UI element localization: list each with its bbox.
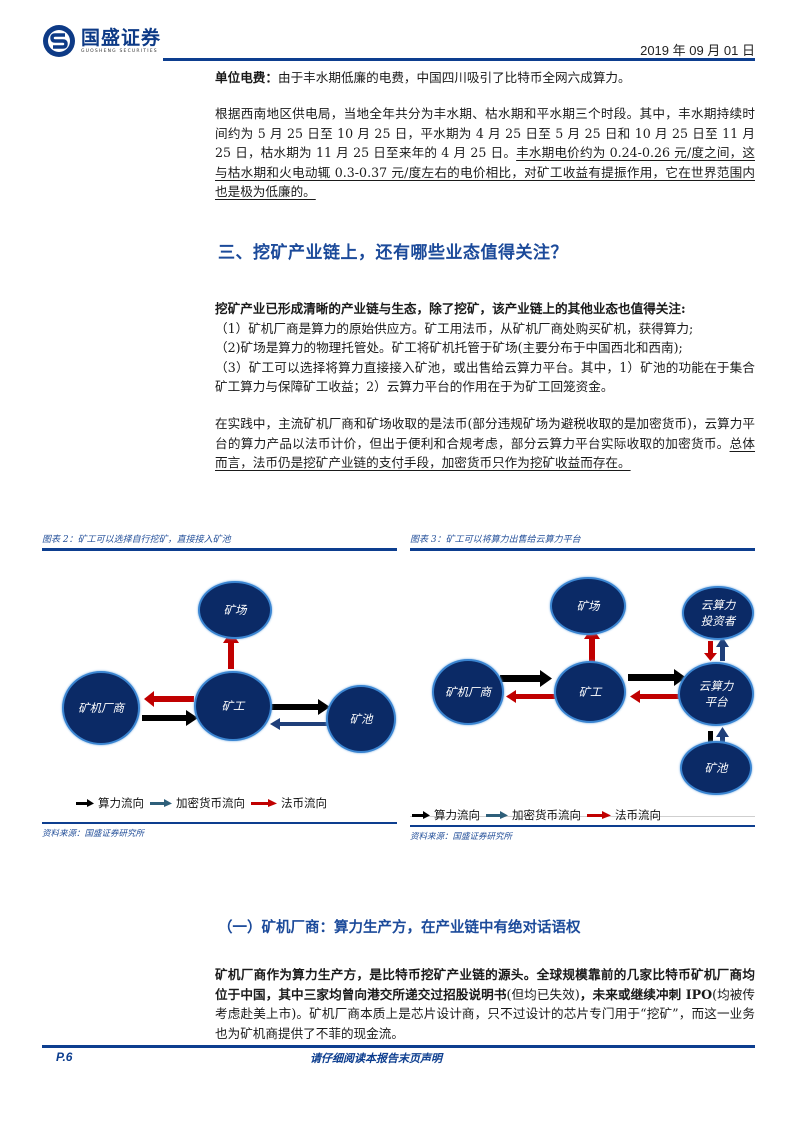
figure-2-diagram: 矿场 矿机厂商 矿工 矿池 算力流向 加密货币流向 法币流向 bbox=[42, 551, 397, 822]
node-mine-farm: 矿场 bbox=[198, 581, 272, 639]
legend-crypto: 加密货币流向 bbox=[486, 807, 581, 823]
logo-mark-icon bbox=[42, 24, 76, 58]
electricity-text: 由于丰水期低廉的电费，中国四川吸引了比特币全网六成算力。 bbox=[277, 70, 631, 85]
chain-item-3: （3）矿工可以选择将算力直接接入矿池，或出售给云算力平台。其中，1）矿池的功能在… bbox=[215, 359, 755, 395]
chain-item-2: （2)矿场是算力的物理托管处。矿工将矿机托管于矿场(主要分布于中国西北和西南); bbox=[215, 340, 683, 355]
legend-hashpower: 算力流向 bbox=[76, 795, 144, 811]
node-manufacturer: 矿机厂商 bbox=[432, 659, 504, 725]
figure-2-top-rule bbox=[42, 548, 397, 551]
logo-english-name: GUOSHENG SECURITIES bbox=[81, 49, 158, 54]
black-arrow-icon bbox=[412, 811, 430, 819]
figure-3: 图表 3：矿工可以将算力出售给云算力平台 bbox=[410, 532, 755, 842]
figure-3-legend: 算力流向 加密货币流向 法币流向 bbox=[412, 807, 667, 823]
header-divider bbox=[163, 58, 755, 61]
figure-3-top-rule bbox=[410, 548, 755, 551]
manufacturer-normal-2: (均被传考虑赴美上市)。矿机厂商本质上是芯片设计商，只不过设计的芯片专门用于“挖… bbox=[215, 986, 756, 1041]
figure-2-caption: 图表 2：矿工可以选择自行挖矿，直接接入矿池 bbox=[42, 535, 231, 545]
legend-hashpower: 算力流向 bbox=[412, 807, 480, 823]
figure-2-legend: 算力流向 加密货币流向 法币流向 bbox=[76, 795, 333, 811]
legend-fiat: 法币流向 bbox=[587, 807, 661, 823]
node-mine-farm: 矿场 bbox=[550, 577, 626, 635]
black-arrow-icon bbox=[76, 799, 94, 807]
red-arrow-icon bbox=[251, 799, 277, 807]
electricity-lead: 单位电费： bbox=[215, 70, 278, 85]
company-logo: 国盛证券 GUOSHENG SECURITIES bbox=[42, 24, 161, 58]
figure-3-source: 资料来源：国盛证券研究所 bbox=[410, 832, 513, 842]
node-pool: 矿池 bbox=[680, 741, 752, 795]
figure-2: 图表 2：矿工可以选择自行挖矿，直接接入矿池 矿场 矿机厂商 矿工 矿池 bbox=[42, 532, 397, 839]
paragraph-payment-practice: 在实践中，主流矿机厂商和矿场收取的是法币(部分违规矿场为避税收取的是加密货币)，… bbox=[215, 414, 755, 473]
page-number: P.6 bbox=[56, 1050, 73, 1064]
report-date: 2019 年 09 月 01 日 bbox=[640, 43, 755, 58]
manufacturer-bold-2: ，未来或继续冲刺 IPO bbox=[579, 986, 713, 1002]
paragraph-industry-chain: 挖矿产业已形成清晰的产业链与生态，除了挖矿，该产业链上的其他业态也值得关注: （… bbox=[215, 299, 755, 397]
section-title: 三、挖矿产业链上，还有哪些业态值得关注？ bbox=[218, 243, 568, 263]
periods-text: 根据西南地区供电局，当地全年共分为丰水期、枯水期和平水期三个时段。其中，丰水期持… bbox=[215, 106, 755, 160]
manufacturer-normal-1: (但均已失效) bbox=[506, 986, 580, 1002]
figure-2-bottom-rule bbox=[42, 822, 397, 824]
figure-3-gray-divider bbox=[410, 816, 755, 817]
chain-item-1: （1）矿机厂商是算力的原始供应方。矿工用法币，从矿机厂商处购买矿机，获得算力; bbox=[215, 320, 694, 336]
paragraph-water-periods: 根据西南地区供电局，当地全年共分为丰水期、枯水期和平水期三个时段。其中，丰水期持… bbox=[215, 104, 755, 202]
paragraph-manufacturer: 矿机厂商作为算力生产方，是比特币挖矿产业链的源头。全球规模靠前的几家比特币矿机厂… bbox=[215, 965, 755, 1043]
periods-underlined-text: 丰水期电价约为 0.24-0.26 元/度之间，这与枯水期和火电动辄 0.3-0… bbox=[215, 145, 755, 199]
node-cloud-investor: 云算力投资者 bbox=[682, 586, 754, 640]
teal-arrow-icon bbox=[486, 811, 508, 819]
logo-chinese-name: 国盛证券 bbox=[81, 27, 162, 49]
legend-fiat: 法币流向 bbox=[251, 795, 327, 811]
node-cloud-platform: 云算力平台 bbox=[678, 662, 754, 726]
node-manufacturer: 矿机厂商 bbox=[62, 671, 140, 745]
practice-underlined-text: 总体而言，法币仍是挖矿产业链的支付手段，加密货币只作为挖矿收益而存在。 bbox=[215, 435, 756, 471]
figure-3-caption: 图表 3：矿工可以将算力出售给云算力平台 bbox=[410, 535, 581, 545]
teal-arrow-icon bbox=[150, 799, 172, 807]
legend-crypto: 加密货币流向 bbox=[150, 795, 245, 811]
chain-lead: 挖矿产业已形成清晰的产业链与生态，除了挖矿，该产业链上的其他业态也值得关注: bbox=[215, 301, 686, 316]
paragraph-electricity: 单位电费：由于丰水期低廉的电费，中国四川吸引了比特币全网六成算力。 bbox=[215, 68, 755, 88]
footer-divider bbox=[42, 1045, 755, 1048]
figure-2-source: 资料来源：国盛证券研究所 bbox=[42, 829, 145, 839]
node-miner: 矿工 bbox=[194, 671, 272, 741]
manufacturer-bold-1: 矿机厂商作为算力生产方，是比特币挖矿产业链的源头。全球规模靠前的几家比特币矿机厂… bbox=[215, 967, 755, 1002]
node-pool: 矿池 bbox=[326, 685, 396, 753]
practice-text: 在实践中，主流矿机厂商和矿场收取的是法币(部分违规矿场为避税收取的是加密货币)，… bbox=[215, 416, 755, 451]
subsection-title: （一）矿机厂商：算力生产方，在产业链中有绝对话语权 bbox=[218, 920, 581, 936]
footer-disclaimer: 请仔细阅读本报告末页声明 bbox=[310, 1052, 442, 1065]
node-miner: 矿工 bbox=[554, 661, 626, 723]
red-arrow-icon bbox=[587, 811, 611, 819]
figure-3-bottom-rule bbox=[410, 825, 755, 827]
figure-3-diagram: 矿场 矿机厂商 矿工 云算力投资者 云算力平台 矿池 算力流向 加密货币流向 法… bbox=[410, 551, 755, 822]
